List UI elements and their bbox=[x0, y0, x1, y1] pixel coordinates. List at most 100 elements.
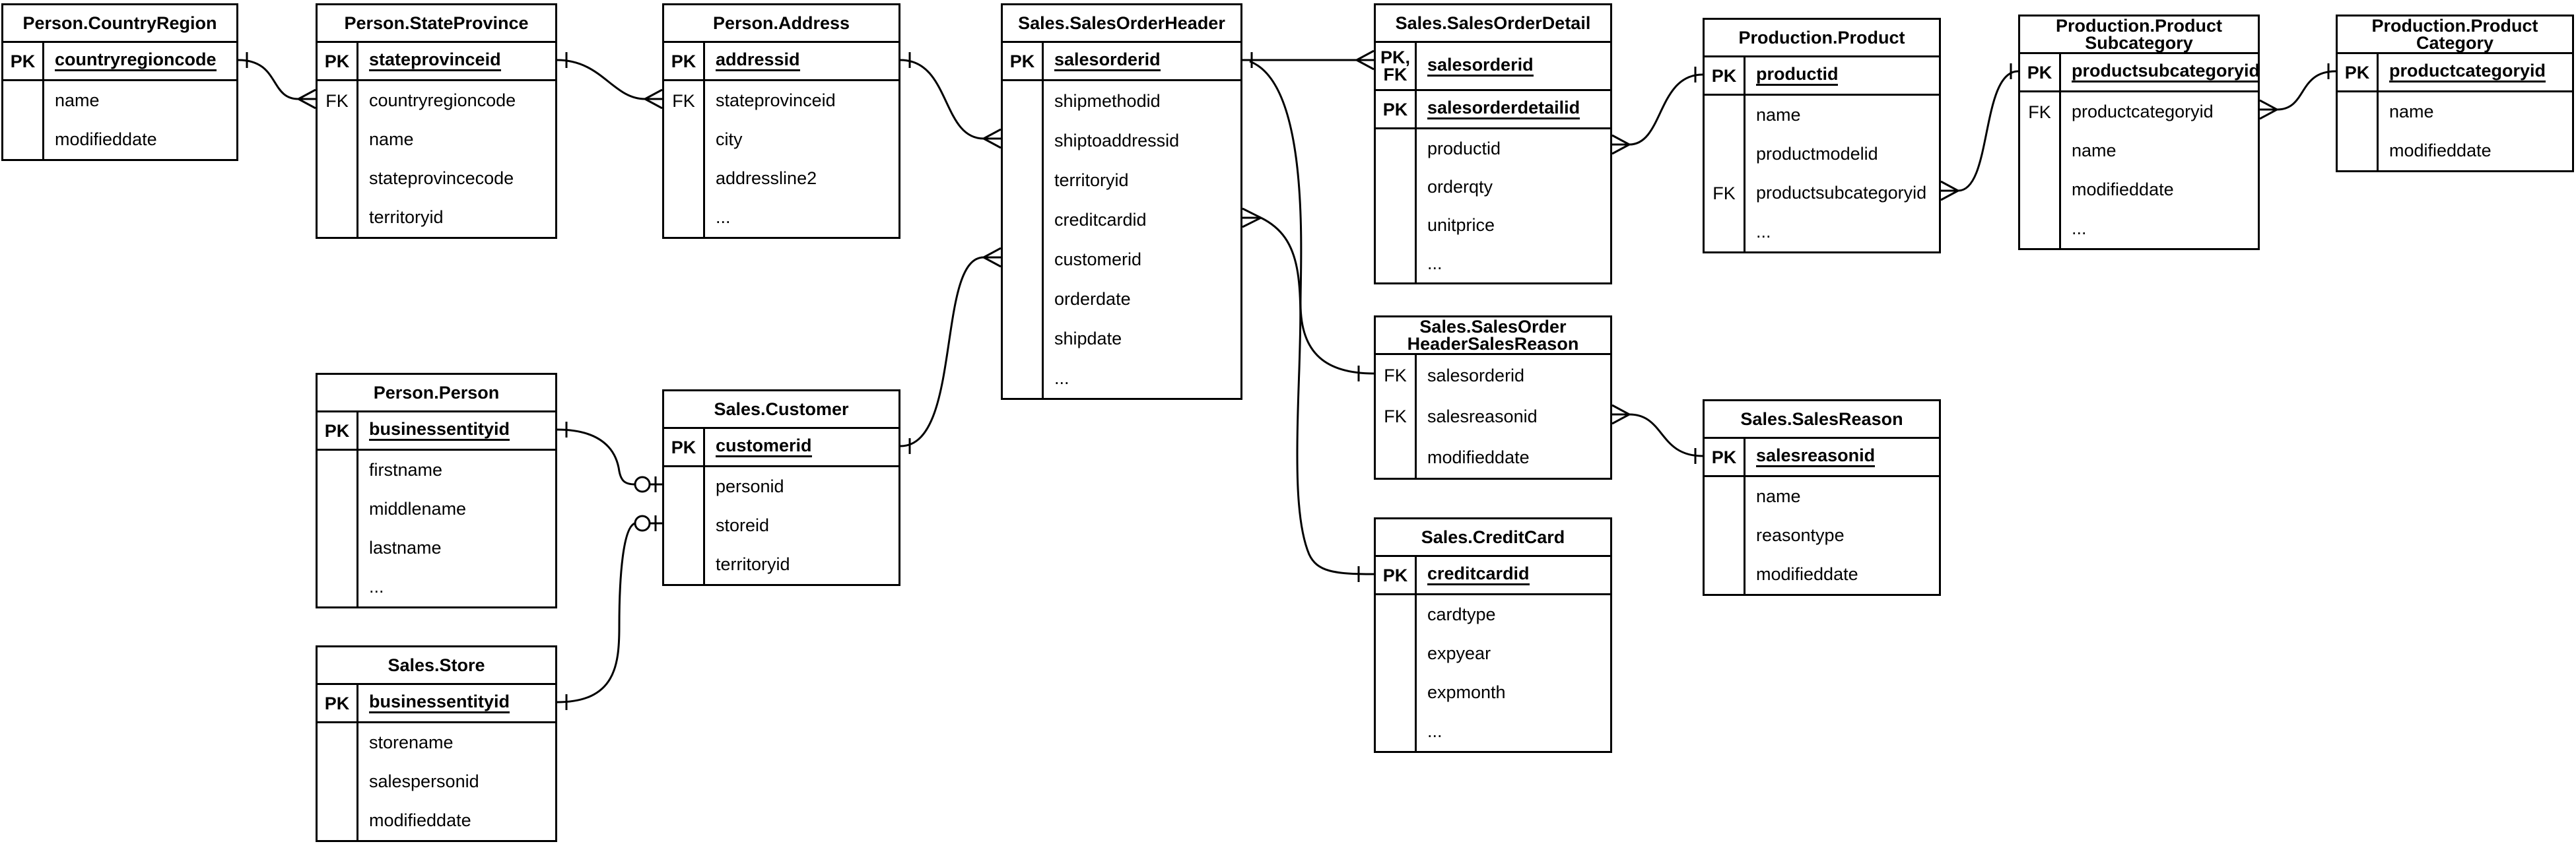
key-cell bbox=[318, 801, 358, 840]
field-cell: stateprovinceid bbox=[705, 81, 898, 120]
field-cell: ... bbox=[1417, 712, 1610, 751]
key-cell bbox=[2338, 131, 2379, 170]
table-row: ... bbox=[318, 568, 555, 606]
table-row: modifieddate bbox=[2338, 131, 2572, 170]
key-cell bbox=[664, 198, 705, 237]
key-cell bbox=[318, 198, 358, 237]
key-cell bbox=[1376, 712, 1417, 751]
field-name: city bbox=[716, 129, 743, 149]
field-name: stateprovinceid bbox=[716, 90, 836, 110]
field-name: modifieddate bbox=[2072, 179, 2174, 199]
table-row: cardtype bbox=[1376, 595, 1610, 634]
field-name: productid bbox=[1427, 138, 1501, 158]
field-cell: modifieddate bbox=[1746, 555, 1939, 594]
field-name: storeid bbox=[716, 515, 770, 535]
entity-title-line: Person.Person bbox=[373, 383, 500, 403]
entity-title: Sales.SalesReason bbox=[1705, 401, 1939, 439]
key-label: PK bbox=[1382, 565, 1408, 585]
key-cell bbox=[1705, 96, 1746, 135]
field-name: ... bbox=[1427, 721, 1442, 741]
key-label: PK bbox=[1711, 447, 1737, 467]
entity-title-line: Category bbox=[2416, 33, 2494, 53]
key-label: PK bbox=[2344, 62, 2370, 82]
key-label: PK bbox=[671, 51, 696, 71]
relationship-store-customer bbox=[557, 515, 662, 710]
key-label: FK bbox=[2028, 102, 2051, 122]
table-row: storename bbox=[318, 723, 555, 762]
table-row: shipdate bbox=[1003, 319, 1240, 358]
relationship-customer-salesorderheader bbox=[900, 247, 1001, 454]
field-cell: productid bbox=[1417, 129, 1610, 168]
table-row: personid bbox=[664, 467, 898, 506]
field-cell: name bbox=[44, 81, 236, 120]
key-cell bbox=[1376, 129, 1417, 168]
field-name: territoryid bbox=[369, 207, 444, 227]
field-name: salesreasonid bbox=[1427, 406, 1538, 426]
key-cell bbox=[2020, 170, 2061, 209]
relationship-salesorderdetail-product bbox=[1611, 67, 1703, 155]
key-label: PK bbox=[671, 437, 696, 457]
pk-field-name: productcategoryid bbox=[2389, 62, 2546, 82]
key-cell bbox=[318, 120, 358, 159]
entity-title-line: Sales.SalesReason bbox=[1740, 409, 1903, 429]
entity-title-line: Sales.SalesOrderHeader bbox=[1018, 13, 1225, 33]
field-cell: orderqty bbox=[1417, 168, 1610, 206]
key-label: PK bbox=[324, 693, 350, 713]
pk-field-name: customerid bbox=[716, 437, 812, 457]
field-name: modifieddate bbox=[1427, 447, 1530, 467]
table-row: customerid bbox=[1003, 240, 1240, 279]
field-cell: stateprovincecode bbox=[358, 159, 555, 198]
key-label: FK bbox=[1384, 407, 1407, 426]
field-cell: territoryid bbox=[358, 198, 555, 237]
key-cell bbox=[318, 490, 358, 529]
pk-field-name: stateprovinceid bbox=[369, 51, 501, 71]
table-row: expyear bbox=[1376, 634, 1610, 673]
table-row: territoryid bbox=[318, 198, 555, 237]
key-cell bbox=[318, 568, 358, 606]
key-cell bbox=[1705, 135, 1746, 174]
field-name: productcategoryid bbox=[2072, 102, 2214, 121]
key-cell: PK bbox=[318, 43, 358, 79]
table-row: orderqty bbox=[1376, 168, 1610, 206]
field-cell: ... bbox=[705, 198, 898, 237]
field-cell: productsubcategoryid bbox=[2061, 54, 2260, 90]
field-name: modifieddate bbox=[2389, 141, 2491, 160]
field-name: name bbox=[2389, 102, 2434, 121]
table-row: shiptoaddressid bbox=[1003, 121, 1240, 160]
field-cell: addressid bbox=[705, 43, 898, 79]
key-cell bbox=[664, 545, 705, 584]
field-cell: salesorderid bbox=[1044, 43, 1240, 79]
field-cell: addressline2 bbox=[705, 159, 898, 198]
field-cell: orderdate bbox=[1044, 279, 1240, 319]
key-label: PK bbox=[324, 420, 350, 441]
table-row: territoryid bbox=[664, 545, 898, 584]
key-cell bbox=[318, 529, 358, 568]
table-row: lastname bbox=[318, 529, 555, 568]
field-cell: salesreasonid bbox=[1417, 396, 1610, 437]
field-name: ... bbox=[716, 207, 731, 227]
key-cell bbox=[664, 120, 705, 159]
key-cell: FK bbox=[318, 81, 358, 120]
table-row: ... bbox=[1376, 244, 1610, 282]
field-cell: territoryid bbox=[705, 545, 898, 584]
key-cell bbox=[1376, 673, 1417, 712]
key-cell bbox=[318, 762, 358, 801]
key-cell: FK bbox=[1705, 174, 1746, 212]
field-name: productmodelid bbox=[1756, 144, 1878, 164]
field-name: shiptoaddressid bbox=[1054, 130, 1180, 150]
field-name: firstname bbox=[369, 460, 443, 480]
